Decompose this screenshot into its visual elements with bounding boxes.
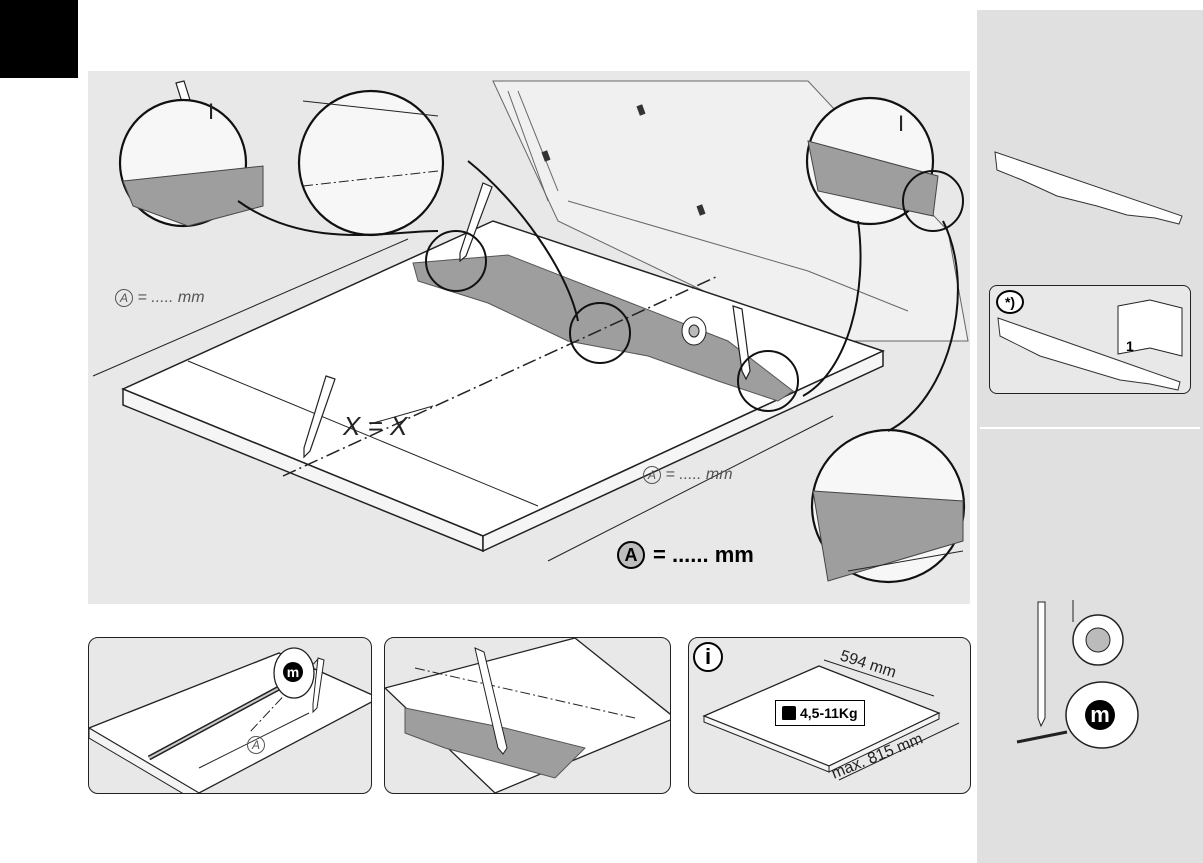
dim-a-symbol: A bbox=[643, 466, 661, 484]
dim-a-right: A = ..... mm bbox=[643, 466, 733, 484]
dim-a-right-text: = ..... mm bbox=[665, 466, 732, 483]
tape-roll-icon bbox=[682, 317, 706, 345]
step-info-dimensions: i 594 mm max. 815 mm 4,5-11Kg bbox=[688, 637, 971, 794]
tape-roll-icon bbox=[1073, 600, 1123, 665]
tape-measure-icon bbox=[1017, 682, 1138, 748]
roman-mark-left: I bbox=[208, 99, 214, 125]
dim-a-top: A = ..... mm bbox=[115, 289, 205, 307]
main-illustration-panel: A = ..... mm A = ..... mm X = X I I A = … bbox=[88, 71, 970, 604]
weight-icon bbox=[782, 706, 796, 720]
pencil-icon bbox=[1038, 602, 1045, 726]
dimension-callout-text: = ...... mm bbox=[653, 542, 754, 568]
sidebar: *) 1 m bbox=[977, 10, 1203, 863]
dimension-callout: A = ...... mm bbox=[617, 540, 754, 570]
note-mark: *) bbox=[996, 290, 1024, 314]
dim-a-symbol: A bbox=[247, 736, 265, 754]
page-corner-tab bbox=[0, 0, 78, 78]
info-icon: i bbox=[693, 642, 723, 672]
dim-a-symbol: A bbox=[115, 289, 133, 307]
template-strip-icon bbox=[995, 152, 1182, 224]
roman-mark-right: I bbox=[898, 111, 904, 137]
step-mark bbox=[384, 637, 671, 794]
note-box: *) 1 bbox=[989, 285, 1191, 394]
sidebar-divider bbox=[980, 427, 1200, 429]
weight-label: 4,5-11Kg bbox=[800, 705, 858, 721]
equal-spacing-label: X = X bbox=[343, 411, 407, 442]
meter-icon: m bbox=[1085, 700, 1115, 730]
dim-a-top-text: = ..... mm bbox=[137, 289, 204, 306]
countertop-illustration bbox=[88, 71, 970, 604]
step-measure: m A bbox=[88, 637, 372, 794]
weight-badge: 4,5-11Kg bbox=[775, 700, 865, 726]
manual-page-number: 1 bbox=[1126, 338, 1134, 354]
meter-icon: m bbox=[283, 662, 303, 682]
detail-circle-line bbox=[299, 91, 443, 235]
dim-a-symbol: A bbox=[617, 541, 645, 569]
